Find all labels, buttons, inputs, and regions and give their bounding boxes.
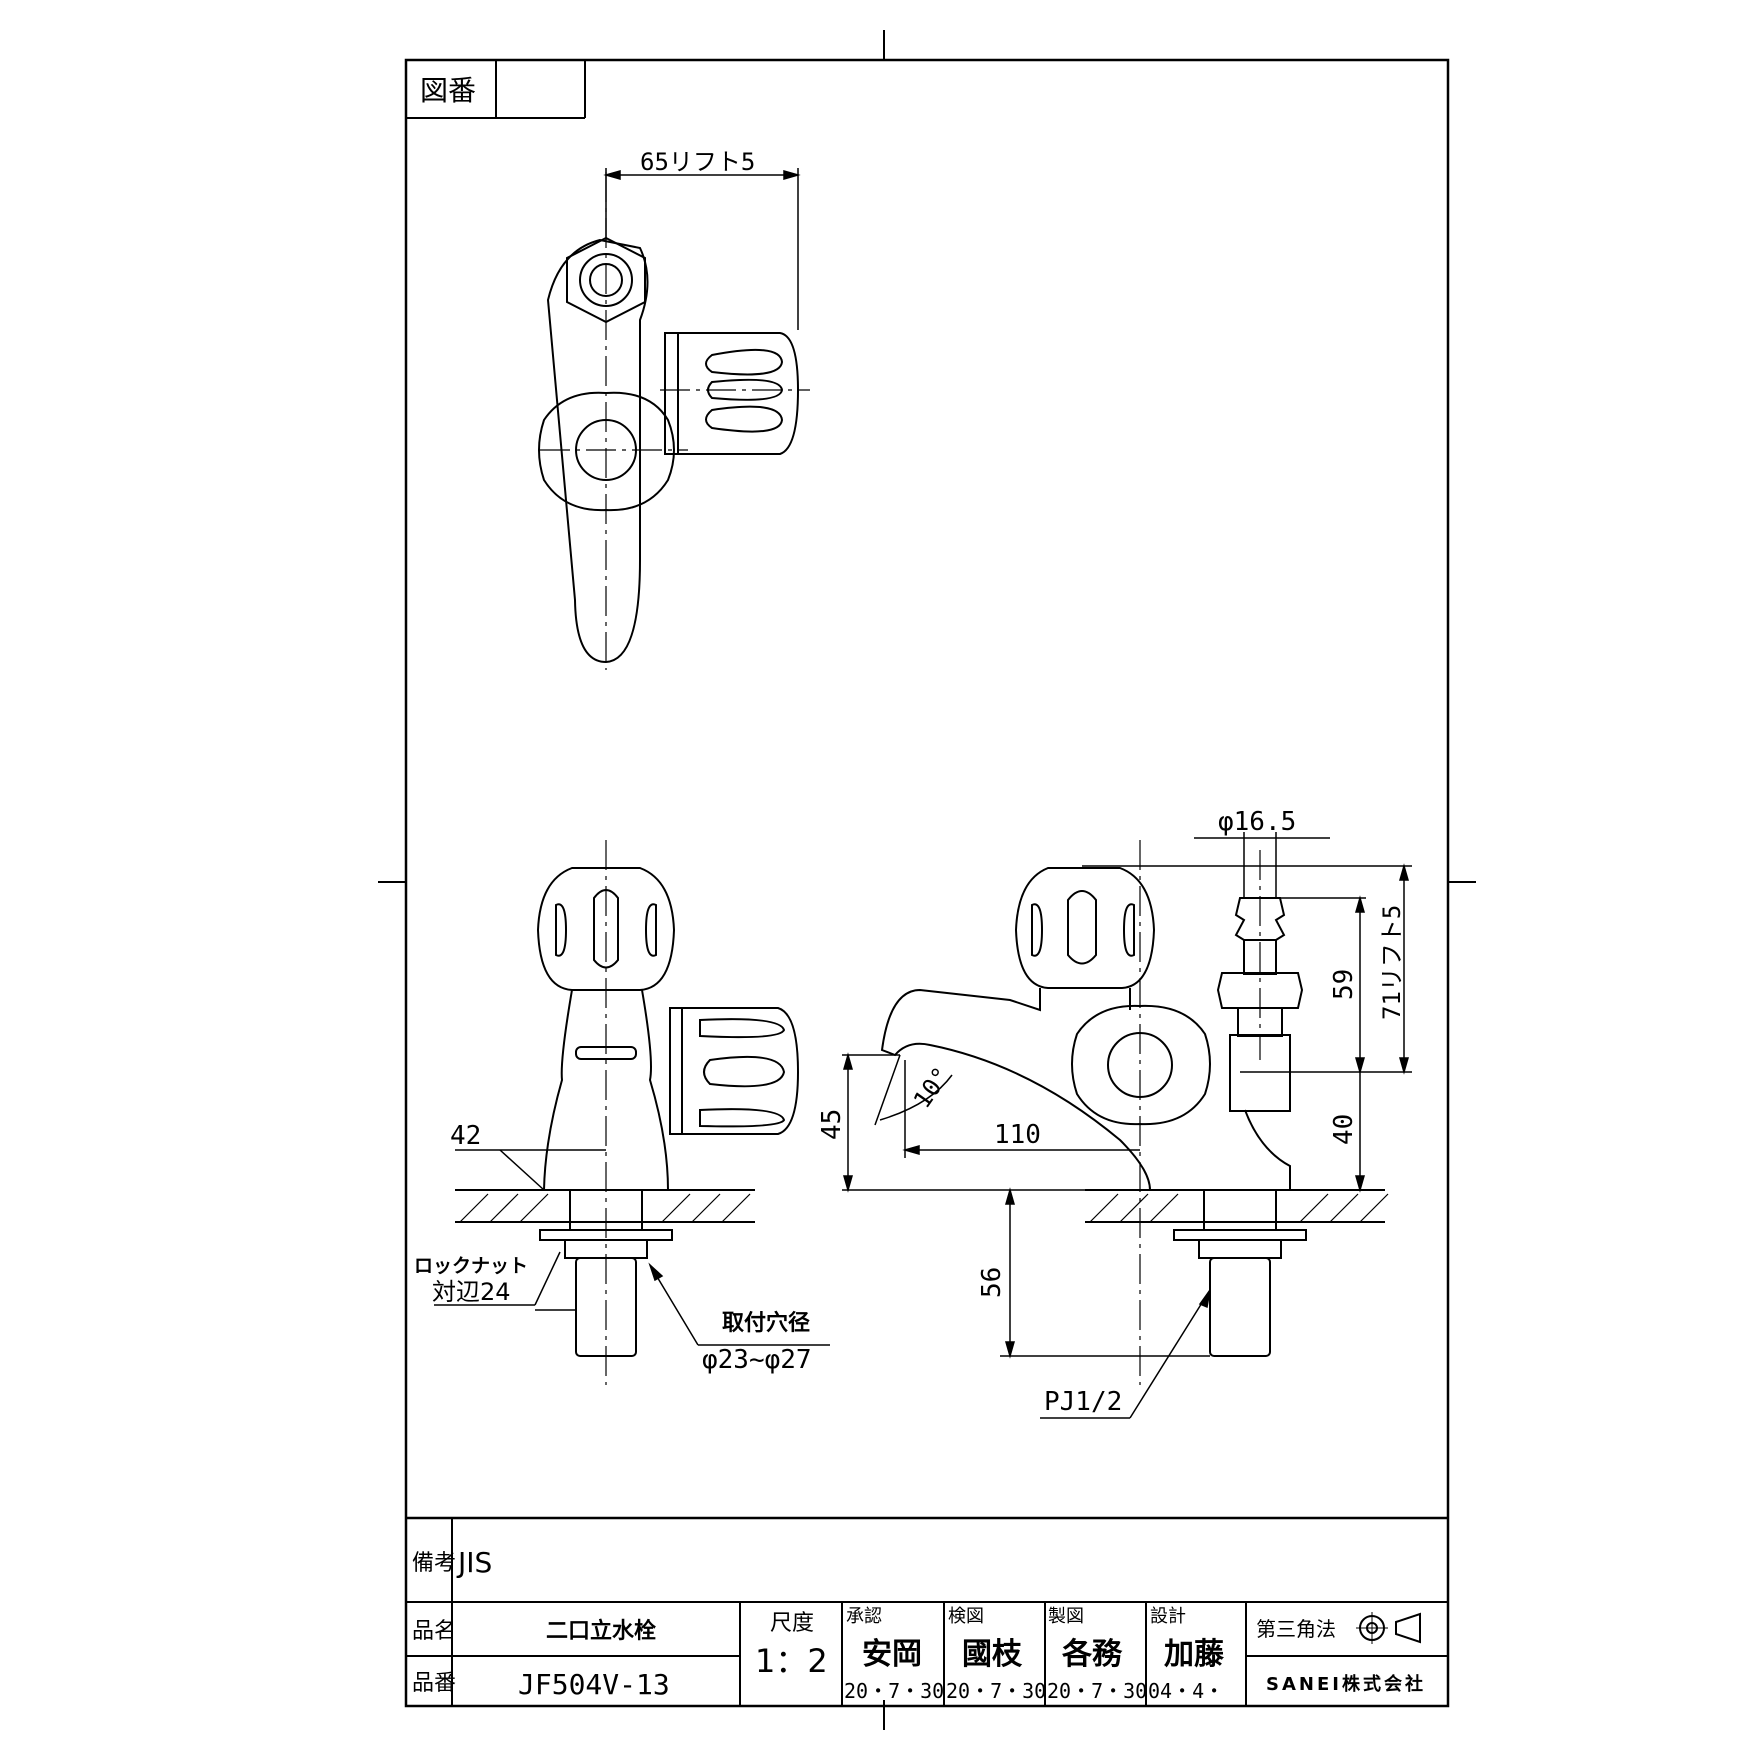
drawing-frame (404, 58, 1450, 1708)
remarks-label: 備考 (412, 1551, 456, 1576)
side-view (880, 840, 1385, 1385)
scale-label: 尺度 (770, 1611, 814, 1636)
drawing-number-box (406, 60, 586, 119)
design-label: 設計 (1150, 1606, 1186, 1627)
draw-date: 20・7・30 (1047, 1679, 1147, 1703)
number-value: JF504V-13 (518, 1668, 670, 1701)
hose-diameter-label: φ16.5 (1218, 807, 1296, 837)
number-label: 品番 (412, 1671, 456, 1696)
projection-label: 第三角法 (1256, 1617, 1336, 1641)
side-floor-hatch (1089, 1193, 1389, 1223)
mount-hole-label: 取付穴径 (722, 1310, 810, 1336)
top-width-dimension (603, 168, 801, 330)
company-name: SANEI株式会社 (1266, 1673, 1426, 1695)
height-59-label: 59 (1329, 969, 1359, 1000)
side-dimensions (842, 832, 1412, 1419)
base-42-dimension (455, 1149, 606, 1191)
remarks-value: JIS (456, 1546, 492, 1579)
check-name: 國枝 (962, 1637, 1023, 1672)
front-floor-hatch (459, 1193, 751, 1223)
height-40-label: 40 (1329, 1114, 1359, 1145)
title-block (406, 1516, 1448, 1706)
locknut-label: ロックナット (414, 1255, 528, 1277)
draw-name: 各務 (1061, 1637, 1123, 1672)
locknut-leader (434, 1251, 576, 1311)
base-42-label: 42 (450, 1121, 481, 1151)
scale-value: 1：2 (755, 1642, 828, 1680)
approve-label: 承認 (846, 1606, 882, 1627)
height-45-label: 45 (817, 1109, 847, 1140)
top-view (538, 172, 810, 670)
drawing-number-label: 図番 (420, 74, 476, 107)
check-label: 検図 (948, 1606, 984, 1627)
draw-label: 製図 (1048, 1606, 1084, 1627)
thread-label: PJ1/2 (1044, 1387, 1122, 1417)
name-value: 二口立水栓 (546, 1618, 656, 1644)
front-view (455, 840, 800, 1385)
design-name: 加藤 (1164, 1637, 1225, 1672)
locknut-size: 対辺24 (432, 1278, 511, 1306)
top-width-label: 65リフト5 (640, 148, 755, 176)
mount-hole-leader (648, 1262, 830, 1346)
third-angle-projection-symbol (1356, 1612, 1421, 1644)
name-label: 品名 (412, 1619, 456, 1644)
approve-name: 安岡 (862, 1637, 922, 1672)
mount-hole-range: φ23~φ27 (702, 1345, 812, 1375)
below-56-label: 56 (977, 1267, 1007, 1298)
approve-date: 20・7・30 (844, 1679, 944, 1703)
spout-110-label: 110 (994, 1120, 1041, 1150)
check-date: 20・7・30 (946, 1679, 1046, 1703)
height-71-label: 71リフト5 (1378, 905, 1406, 1020)
design-date: 04・4・ (1148, 1679, 1224, 1703)
